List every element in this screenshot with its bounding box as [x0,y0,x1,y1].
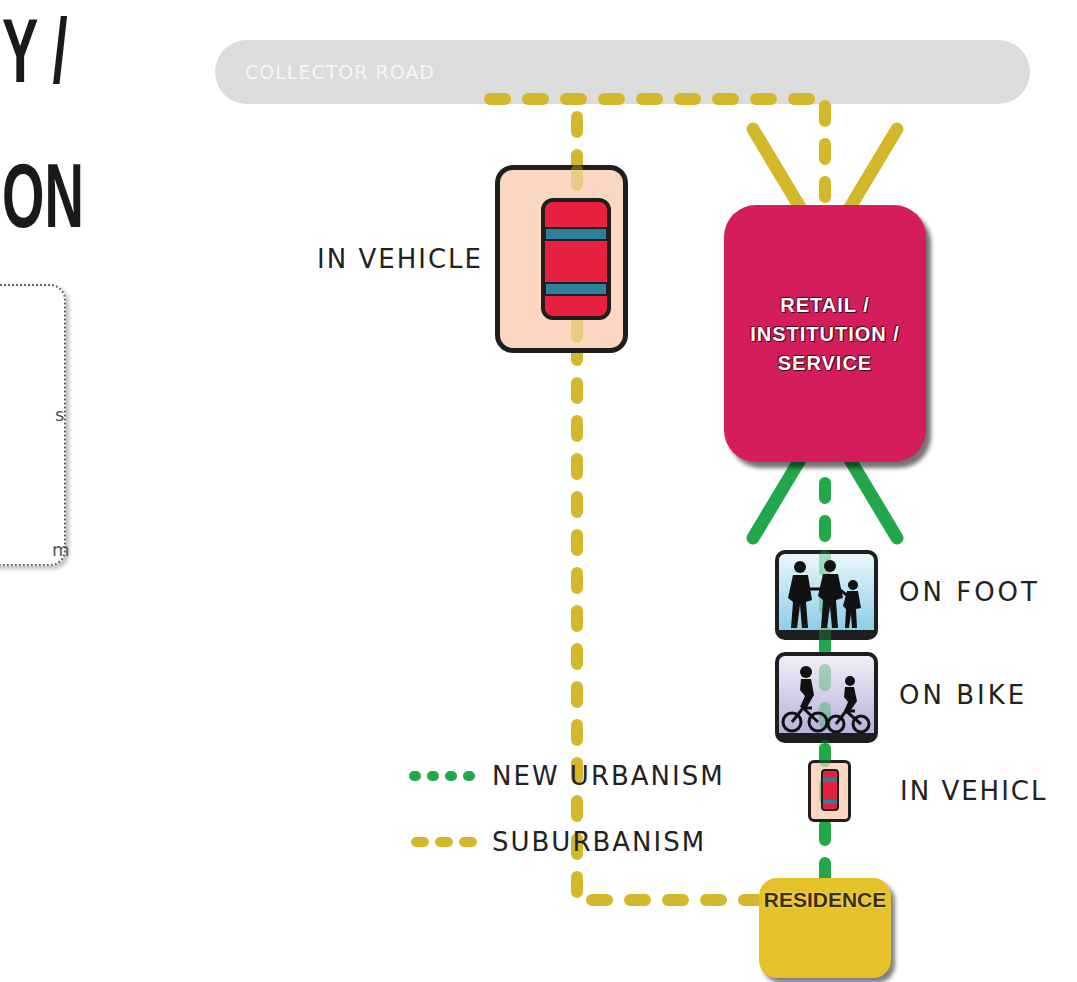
arrow-head [753,129,897,249]
dashed-route [819,462,831,878]
connector [490,99,897,249]
connector [577,104,759,900]
node-text: ON BIKE [899,680,1027,710]
connector [753,418,897,878]
title-fragment: Y / [2,5,68,96]
legend-text: SUBURBANISM [492,827,706,857]
dashed-route [577,104,759,900]
mode-icon-box: ON BIKE [775,652,878,743]
node-text: m [52,539,70,560]
arrow-head [753,418,897,538]
legend-sample [414,771,478,781]
title-fragment: ON [2,150,84,241]
mode-icon-box: IN VEHICLE [495,165,628,353]
dashed-route [490,99,825,205]
legend-text: NEW URBANISM [492,761,725,791]
node-text: IN VEHICLE [317,244,483,274]
node-text: RESIDENCE [764,888,887,912]
node-text: RETAIL / INSTITUTION / SERVICE [730,290,920,377]
destination-box: RETAIL / INSTITUTION / SERVICE [724,205,926,462]
node-text: s [55,404,64,425]
note-box: sm [0,284,66,566]
road-band: COLLECTOR ROAD [215,40,1030,104]
mode-icon-box: ON FOOT [775,550,878,640]
node-text: ON FOOT [899,577,1040,607]
origin-box: RESIDENCE [759,878,891,978]
node-text: COLLECTOR ROAD [245,61,435,83]
legend-sample [416,837,478,847]
mode-icon-box: IN VEHICL [808,760,851,822]
node-text: IN VEHICL [900,776,1047,806]
